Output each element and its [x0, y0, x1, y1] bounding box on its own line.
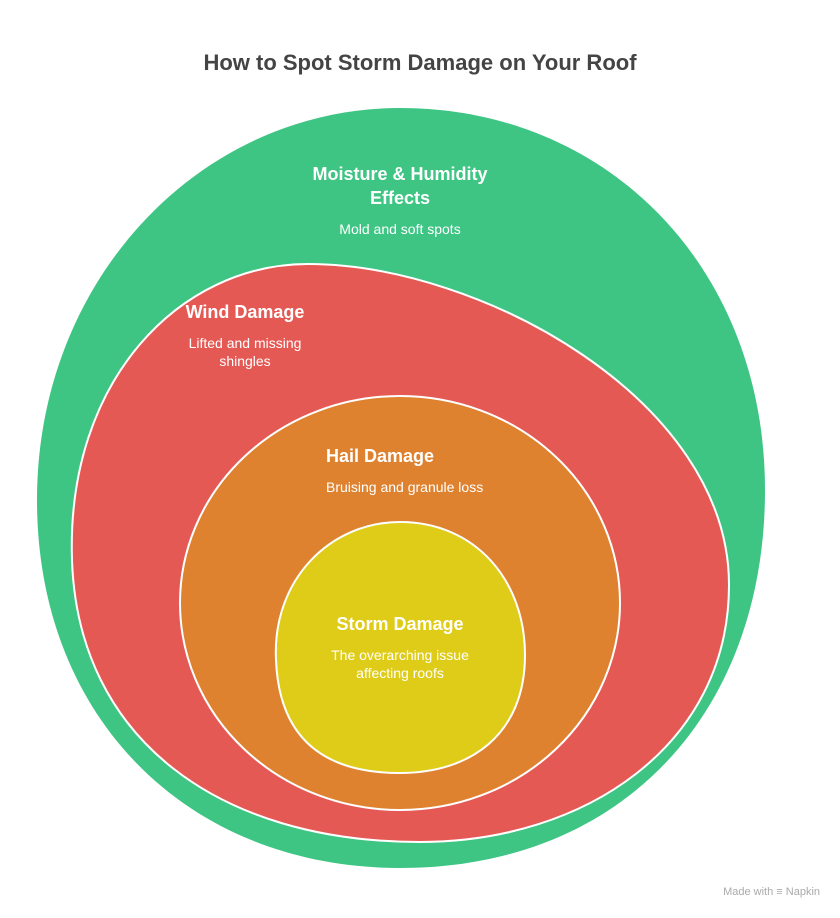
layer-description: The overarching issue affecting roofs — [331, 647, 469, 681]
layer-description: Mold and soft spots — [339, 221, 461, 237]
layer-storm-shape — [274, 520, 527, 775]
layer-wind-label: Wind Damage Lifted and missing shingles — [160, 300, 330, 370]
diagram-title: How to Spot Storm Damage on Your Roof — [203, 50, 637, 75]
layer-title: Moisture & Humidity Effects — [312, 164, 488, 208]
napkin-watermark: Made with ≡ Napkin — [723, 886, 820, 898]
layer-title: Storm Damage — [336, 614, 464, 634]
layer-title: Wind Damage — [185, 302, 305, 322]
layer-title: Hail Damage — [326, 446, 435, 466]
layer-hail-label: Hail Damage Bruising and granule loss — [300, 444, 546, 496]
layer-description: Bruising and granule loss — [326, 479, 484, 495]
layer-moisture-label: Moisture & Humidity Effects Mold and sof… — [300, 162, 500, 238]
layer-description: Lifted and missing shingles — [188, 335, 302, 369]
layer-storm-label: Storm Damage The overarching issue affec… — [315, 612, 485, 682]
